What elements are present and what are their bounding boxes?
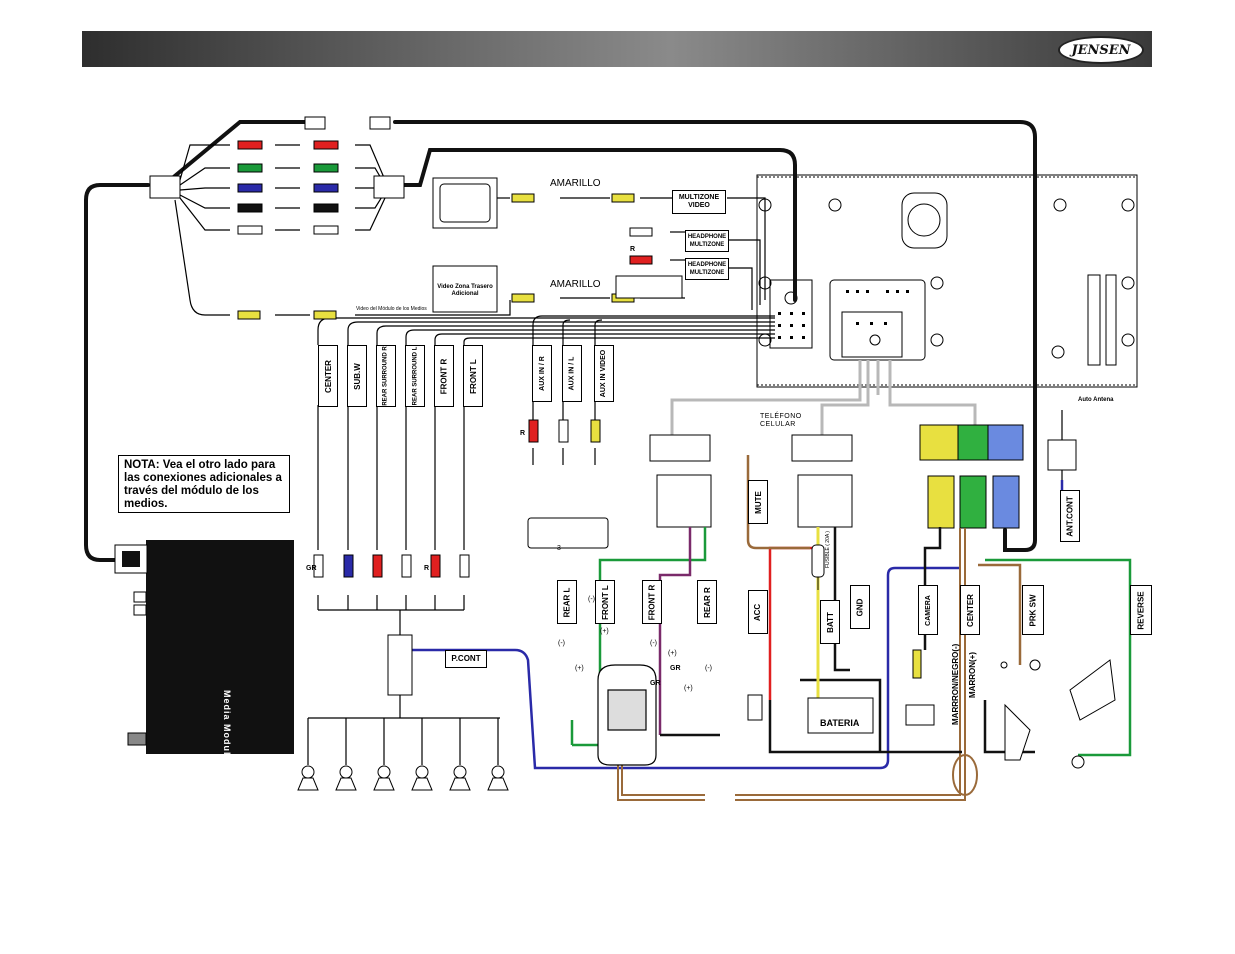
mark-minus-4: (-) bbox=[705, 665, 712, 672]
mark-minus-1: (-) bbox=[558, 640, 565, 647]
fuse bbox=[811, 544, 825, 578]
mark-gr: GR bbox=[306, 565, 317, 572]
car-top-view bbox=[597, 664, 657, 766]
video-modulo-label: Video del Módulo de los Medios bbox=[356, 306, 427, 312]
label-camera: CAMERA bbox=[918, 585, 938, 635]
video-zona-label: Video Zona Trasero Adicional bbox=[437, 284, 493, 297]
label-bateria: BATERIA bbox=[820, 718, 860, 728]
mark-minus-2: (-) bbox=[588, 596, 595, 603]
mark-r-headphone: R bbox=[630, 246, 636, 253]
label-rear-r: REAR R bbox=[697, 580, 717, 624]
label-rear-surround-l: REAR SURROUND L bbox=[405, 345, 425, 407]
mark-three: 3 bbox=[557, 545, 561, 552]
label-harness-center: CENTER bbox=[960, 585, 980, 635]
head-unit-pins bbox=[778, 290, 909, 339]
rca-outputs bbox=[313, 419, 922, 679]
label-speaker-front-r: FRONT R bbox=[642, 580, 662, 624]
label-aux-video: AUX IN VIDEO bbox=[594, 345, 614, 402]
mark-gr-2: GR bbox=[650, 680, 661, 687]
media-module-box bbox=[114, 540, 294, 754]
label-speaker-front-l: FRONT L bbox=[595, 580, 615, 624]
rca-split-pairs bbox=[149, 116, 653, 265]
auto-antena-label: Auto Antena bbox=[1078, 397, 1114, 403]
label-ant-cont: ANT.CONT bbox=[1060, 490, 1080, 542]
label-center: CENTER bbox=[318, 345, 338, 407]
mark-minus-3: (-) bbox=[650, 640, 657, 647]
mark-plus-3: (+) bbox=[668, 650, 677, 657]
speakers bbox=[297, 765, 509, 791]
mark-plus-1: (+) bbox=[575, 665, 584, 672]
label-acc: ACC bbox=[748, 590, 768, 634]
label-gnd: GND bbox=[850, 585, 870, 629]
mark-plus-4: (+) bbox=[684, 685, 693, 692]
mark-gr-3: GR bbox=[670, 665, 681, 672]
monitors bbox=[432, 177, 683, 313]
label-reverse: REVERSE bbox=[1130, 585, 1152, 635]
label-rear-surround-r: REAR SURROUND R bbox=[376, 345, 396, 407]
small-module bbox=[387, 517, 609, 696]
label-prk-sw: PRK SW bbox=[1022, 585, 1044, 635]
thin-lines bbox=[174, 144, 1063, 765]
label-aux-r: AUX IN / R bbox=[532, 345, 552, 402]
label-front-r: FRONT R bbox=[434, 345, 454, 407]
battery bbox=[807, 697, 874, 734]
jensen-logo: JENSEN bbox=[1058, 36, 1144, 64]
mark-r-aux: R bbox=[520, 430, 526, 437]
label-pcont: P.CONT bbox=[445, 650, 487, 668]
decor bbox=[747, 659, 1116, 769]
connectors bbox=[649, 424, 1077, 529]
gray-wires bbox=[670, 360, 977, 435]
telefono-label: TELÉFONO CELULAR bbox=[760, 413, 802, 428]
amarillo-mid-label: AMARILLO bbox=[550, 279, 601, 290]
label-batt: BATT bbox=[820, 600, 840, 644]
nota-box: NOTA: Vea el otro lado para las conexion… bbox=[118, 455, 290, 513]
label-front-l: FRONT L bbox=[463, 345, 483, 407]
media-module-label: Media Module bbox=[222, 690, 232, 762]
fusible-label: FUSIBLE ( 20A ) bbox=[825, 531, 831, 568]
label-sub-w: SUB.W bbox=[347, 345, 367, 407]
header-bar bbox=[82, 31, 1152, 67]
label-marron: MARRON(+) bbox=[968, 652, 977, 698]
label-aux-l: AUX IN / L bbox=[562, 345, 582, 402]
label-marron-negro: MARRRON/NEGRO(-) bbox=[951, 643, 960, 725]
mark-plus-2: (+) bbox=[600, 628, 609, 635]
label-rear-l: REAR L bbox=[557, 580, 577, 624]
headphone-label-1: HEADPHONE MULTIZONE bbox=[685, 230, 729, 252]
mark-r: R bbox=[424, 565, 430, 572]
headphone-label-2: HEADPHONE MULTIZONE bbox=[685, 258, 729, 280]
black-cables bbox=[84, 120, 1037, 562]
label-mute: MUTE bbox=[748, 480, 768, 524]
multizone-video-label: MULTIZONE VIDEO bbox=[672, 190, 726, 214]
head-unit-back bbox=[756, 174, 1138, 388]
amarillo-top-label: AMARILLO bbox=[550, 178, 601, 189]
